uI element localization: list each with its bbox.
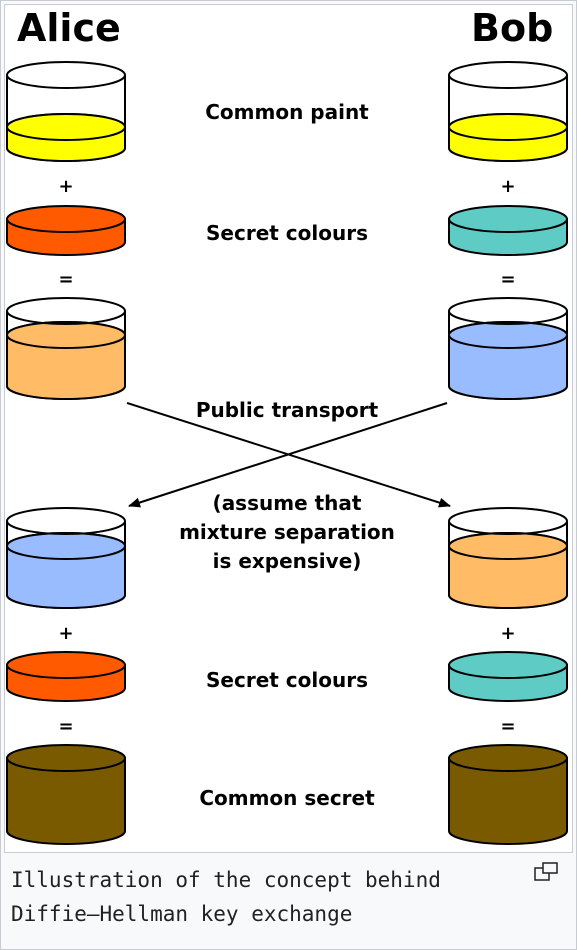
bob-mixture-glass xyxy=(448,297,568,400)
diffie-hellman-illustration[interactable]: Alice Bob + + = = + + = = Common paint S… xyxy=(4,4,573,853)
bob-plus-1: + xyxy=(500,176,515,197)
note-line-3: is expensive) xyxy=(213,549,362,573)
alice-title: Alice xyxy=(17,6,121,50)
alice-common-paint-glass xyxy=(6,61,126,162)
bob-common-paint-glass xyxy=(448,61,568,162)
bob-secret-colour xyxy=(448,205,568,256)
secret-colours-label-bottom: Secret colours xyxy=(206,668,368,692)
alice-equals-1: = xyxy=(58,269,73,290)
note-line-2: mixture separation xyxy=(179,520,395,544)
secret-colours-label-top: Secret colours xyxy=(206,221,368,245)
bob-secret-colour-2 xyxy=(448,651,568,702)
paint-diagram: Alice Bob + + = = + + = = Common paint S… xyxy=(6,6,568,845)
common-secret-label: Common secret xyxy=(199,786,375,810)
bob-title: Bob xyxy=(471,6,553,50)
bob-common-secret xyxy=(448,744,568,845)
public-transport-label: Public transport xyxy=(196,398,379,422)
alice-secret-colour xyxy=(6,205,126,256)
bob-received-mixture-glass xyxy=(448,507,568,609)
common-paint-label: Common paint xyxy=(205,100,369,124)
bob-equals-1: = xyxy=(500,269,515,290)
alice-plus-1: + xyxy=(58,176,73,197)
alice-common-secret xyxy=(6,744,126,845)
figure-caption: Illustration of the concept behind Diffi… xyxy=(11,863,511,931)
alice-equals-2: = xyxy=(58,716,73,737)
alice-plus-2: + xyxy=(58,623,73,644)
bob-to-alice-arrow xyxy=(128,402,448,508)
alice-mixture-glass xyxy=(6,297,126,400)
alice-received-mixture-glass xyxy=(6,507,126,609)
bob-plus-2: + xyxy=(500,623,515,644)
note-line-1: (assume that xyxy=(213,491,362,515)
bob-equals-2: = xyxy=(500,716,515,737)
alice-secret-colour-2 xyxy=(6,651,126,702)
enlarge-icon[interactable] xyxy=(534,862,560,882)
caption-line-2: Diffie–Hellman key exchange xyxy=(11,902,353,926)
caption-line-1: Illustration of the concept behind xyxy=(11,868,441,892)
